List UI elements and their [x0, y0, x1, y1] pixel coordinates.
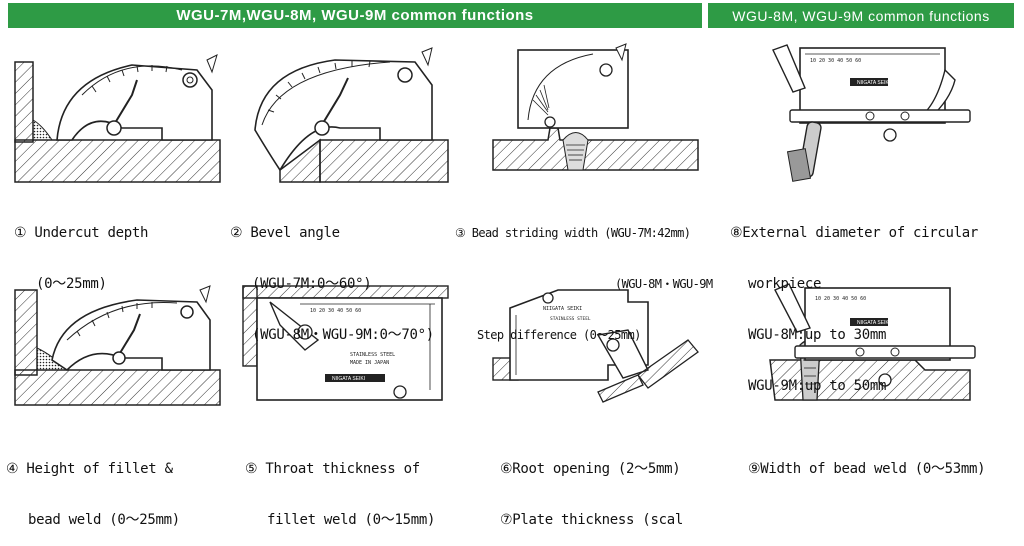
- caption-title: ⑧External diameter of circular: [730, 225, 978, 241]
- caption-line: ⑦Plate thickness (scal: [500, 512, 683, 528]
- caption-fillet-height: ④ Height of fillet & bead weld (0～25mm): [6, 427, 180, 546]
- figure-bead-striding-width: [492, 43, 699, 171]
- figure-undercut-depth: [14, 54, 221, 183]
- caption-line: Step difference (0～25mm): [477, 328, 641, 342]
- caption-bead-weld-width: ⑨Width of bead weld (0～53mm): [748, 427, 986, 495]
- svg-text:NIIGATA SEIKI: NIIGATA SEIKI: [857, 80, 890, 86]
- caption-bead-striding: ③ Bead striding width (WGU-7M:42mm) (WGU…: [455, 191, 713, 361]
- svg-text:STAINLESS STEEL: STAINLESS STEEL: [350, 352, 395, 358]
- caption-external-diameter: ⑧External diameter of circular workpiece…: [730, 191, 978, 412]
- svg-text:10 20 30 40 50 60: 10 20 30 40 50 60: [810, 58, 861, 64]
- caption-throat-thickness: ⑤ Throat thickness of fillet weld (0～15m…: [245, 427, 435, 546]
- caption-line: WGU-8M:up to 30mm: [748, 327, 887, 343]
- svg-text:STAINLESS STEEL: STAINLESS STEEL: [550, 316, 591, 322]
- caption-line: (WGU-7M:0～60°): [252, 276, 372, 292]
- caption-line: (WGU-8M・WGU-9M:0～70°): [252, 327, 434, 343]
- figure-throat-thickness: 10 20 30 40 50 60 STAINLESS STEEL MADE I…: [242, 285, 449, 401]
- figure-external-diameter: 10 20 30 40 50 60 NIIGATA SEIKI: [772, 44, 971, 182]
- caption-title: ② Bevel angle: [230, 225, 340, 241]
- svg-text:10 20 30 40 50 60: 10 20 30 40 50 60: [310, 308, 361, 314]
- banner-8m-9m-functions: WGU-8M, WGU-9M common functions: [708, 3, 1014, 28]
- figure-fillet-height: [14, 285, 221, 406]
- svg-text:MADE IN JAPAN: MADE IN JAPAN: [350, 360, 389, 366]
- banner-common-functions: WGU-7M,WGU-8M, WGU-9M common functions: [8, 3, 702, 28]
- caption-title: ① Undercut depth: [14, 225, 149, 241]
- svg-text:NIIGATA SEIKI: NIIGATA SEIKI: [332, 376, 365, 382]
- caption-line: (WGU-8M・WGU-9M: [615, 277, 713, 291]
- caption-line: bead weld (0～25mm): [28, 512, 180, 528]
- caption-title: ③ Bead striding width (WGU-7M:42mm): [455, 226, 691, 240]
- caption-line: (0～25mm): [36, 276, 107, 292]
- caption-bevel-angle: ② Bevel angle (WGU-7M:0～60°) (WGU-8M・WGU…: [230, 191, 434, 361]
- figure-root-opening: NIIGATA SEIKI STAINLESS STEEL: [492, 289, 699, 403]
- figure-bevel-angle: [254, 47, 449, 183]
- caption-line: fillet weld (0～15mm): [267, 512, 436, 528]
- svg-text:NIIGATA SEIKI: NIIGATA SEIKI: [543, 306, 582, 312]
- figure-bead-weld-width: 10 20 30 40 50 60 NIIGATA SEIKI: [769, 283, 976, 401]
- caption-root-opening: ⑥Root opening (2～5mm) ⑦Plate thickness (…: [500, 427, 683, 546]
- svg-text:NIIGATA SEIKI: NIIGATA SEIKI: [857, 320, 890, 326]
- svg-text:10 20 30 40 50 60: 10 20 30 40 50 60: [815, 296, 866, 302]
- caption-line: workpiece: [748, 276, 822, 292]
- caption-undercut-depth: ① Undercut depth (0～25mm): [14, 191, 148, 310]
- caption-line: WGU-9M:up to 50mm: [748, 378, 887, 394]
